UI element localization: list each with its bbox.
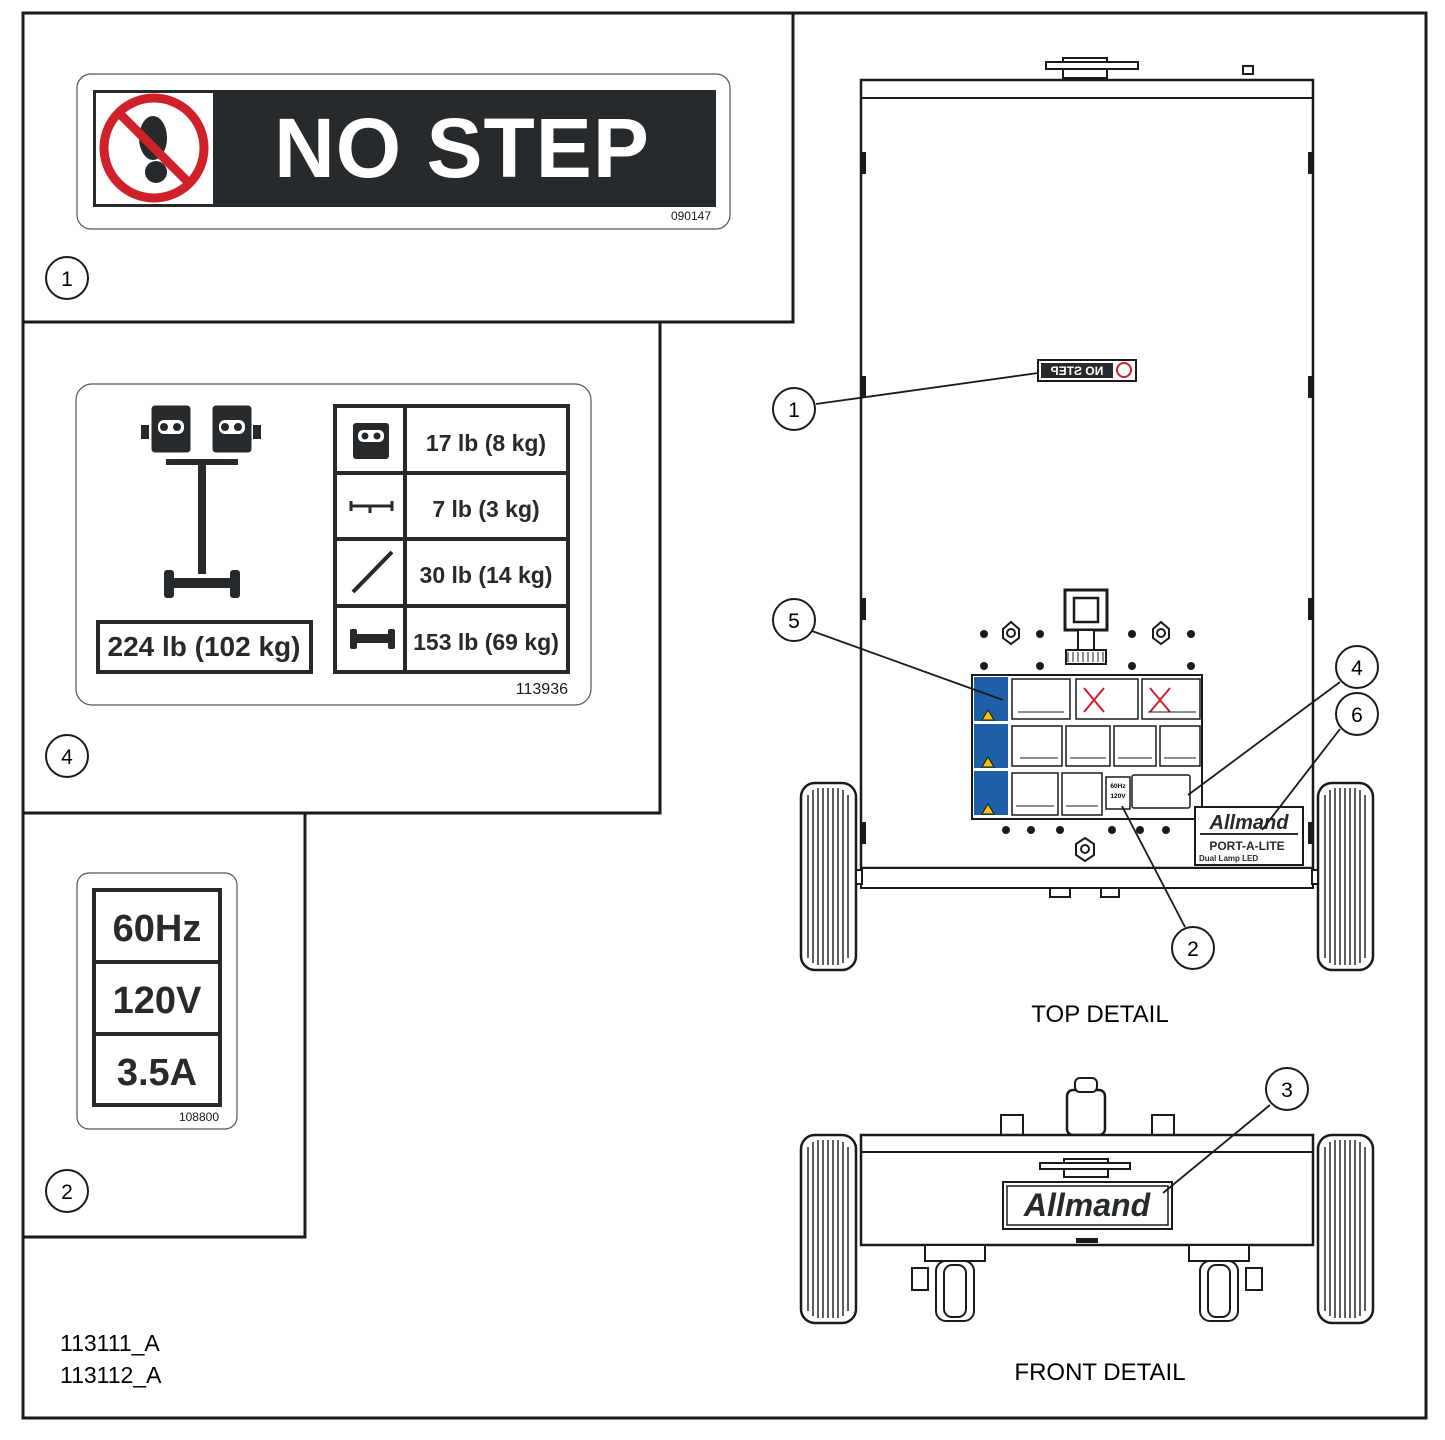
top-detail-title: TOP DETAIL <box>1031 1001 1168 1028</box>
electrical-part-number: 108800 <box>179 1110 219 1124</box>
front-callout-3: 3 <box>1265 1067 1309 1111</box>
callout-4-number: 4 <box>61 746 73 769</box>
no-step-label: NO STEP 090147 <box>76 73 731 230</box>
port-a-lite-decal: Allmand PORT-A-LITE Dual Lamp LED <box>1194 806 1304 866</box>
sheet-border <box>21 11 1428 1420</box>
front-right-wheel <box>1316 1133 1375 1325</box>
mini-electrical-frequency: 60Hz <box>1110 783 1126 790</box>
drawing-number-1: 113111_A <box>60 1330 160 1356</box>
no-step-footprint-icon <box>99 93 209 203</box>
callout-2-number: 2 <box>61 1181 73 1204</box>
front-detail-title: FRONT DETAIL <box>1014 1359 1185 1386</box>
panel-2-border <box>23 813 307 1239</box>
port-a-lite-brand: Allmand <box>1209 812 1290 834</box>
electrical-label: 60Hz 120V 3.5A 108800 <box>76 872 238 1130</box>
mast-pole-icon <box>351 550 394 594</box>
electrical-table <box>92 888 222 1107</box>
top-callout-4: 4 <box>1335 645 1379 689</box>
top-right-wheel <box>1316 781 1375 972</box>
top-callout-6-number: 6 <box>1351 704 1363 727</box>
top-callout-5: 5 <box>772 598 816 642</box>
front-allmand-logo: Allmand <box>1023 1187 1152 1223</box>
weight-row-crossbar: 7 lb (3 kg) <box>432 496 539 522</box>
total-weight-box <box>96 620 313 674</box>
weight-label-location <box>1131 774 1191 809</box>
electrical-voltage: 120V <box>113 980 202 1022</box>
top-left-wheel <box>799 781 858 972</box>
front-right-caster <box>1188 1244 1263 1322</box>
callout-4-panel: 4 <box>45 734 89 778</box>
crossbar-icon <box>349 501 394 513</box>
top-detail-leaders <box>811 372 1341 928</box>
panel-1-border <box>23 13 795 324</box>
top-callout-4-number: 4 <box>1351 657 1363 680</box>
mini-electrical-label: 60Hz 120V <box>1105 776 1131 810</box>
panel-4-border <box>23 322 662 815</box>
total-weight-text: 224 lb (102 kg) <box>108 631 301 662</box>
top-callout-6: 6 <box>1335 692 1379 736</box>
weight-row-lamp: 17 lb (8 kg) <box>426 430 546 456</box>
axle-base-icon <box>350 629 395 649</box>
top-callout-2: 2 <box>1171 926 1215 970</box>
top-detail-callouts: 1 5 4 6 2 <box>772 387 1379 970</box>
callout-1-panel: 1 <box>45 256 89 300</box>
top-callout-5-number: 5 <box>788 610 800 633</box>
no-step-text: NO STEP <box>274 101 650 195</box>
electrical-amperage: 3.5A <box>117 1052 197 1094</box>
weight-row-mast: 30 lb (14 kg) <box>420 562 553 588</box>
callout-1-number: 1 <box>61 268 73 291</box>
top-callout-2-number: 2 <box>1187 938 1199 961</box>
electrical-frequency: 60Hz <box>113 908 202 950</box>
front-left-caster <box>911 1244 986 1322</box>
drawing-number-2: 113112_A <box>60 1362 162 1388</box>
mini-electrical-voltage: 120V <box>1110 793 1126 800</box>
front-callout-3-number: 3 <box>1281 1079 1293 1102</box>
front-detail-drawing <box>799 1077 1375 1325</box>
front-callout-3-leader <box>1162 1104 1271 1194</box>
lamp-head-icon <box>353 423 389 459</box>
port-a-lite-subtitle: Dual Lamp LED <box>1199 854 1258 863</box>
no-step-part-number: 090147 <box>671 209 711 223</box>
front-left-wheel <box>799 1133 858 1325</box>
top-callout-1-number: 1 <box>788 399 800 422</box>
instruction-decal <box>971 674 1203 820</box>
body-no-step-decal-text: NO STEP <box>1051 364 1104 378</box>
top-callout-1: 1 <box>772 387 816 431</box>
port-a-lite-product: PORT-A-LITE <box>1209 839 1284 853</box>
callout-2-panel: 2 <box>45 1169 89 1213</box>
weight-row-axle: 153 lb (69 kg) <box>413 629 559 655</box>
light-tower-icon <box>141 405 261 598</box>
weight-part-number: 113936 <box>516 681 568 698</box>
weight-label: 224 lb (102 kg) 17 lb (8 kg) 7 lb (3 kg) <box>75 383 592 706</box>
